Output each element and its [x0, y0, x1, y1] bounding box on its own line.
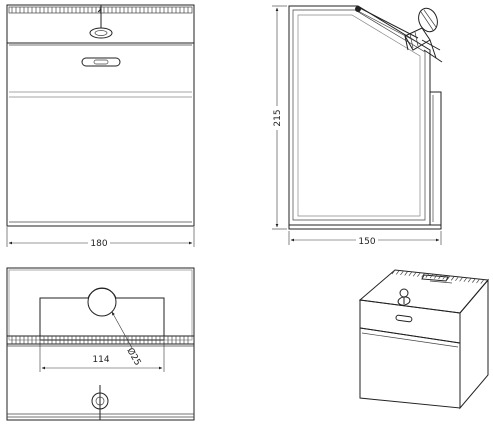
- hinge-tick: [412, 272, 417, 277]
- hinge-tick: [404, 271, 408, 276]
- hinge-tick: [480, 279, 485, 284]
- top-view: 114 Ø25: [6, 267, 195, 421]
- hinge-tick: [400, 270, 404, 276]
- hinge-tick: [459, 277, 463, 282]
- hinge-tick: [446, 275, 451, 281]
- front-view: 180: [6, 4, 195, 249]
- hinge-tick: [476, 278, 480, 284]
- iso-hinge-ticks: [391, 269, 489, 285]
- front-body: [6, 42, 195, 227]
- side-view: 215 150: [269, 5, 443, 247]
- isometric-view: [358, 269, 489, 410]
- hinge-tick: [425, 273, 430, 278]
- hinge-tick: [442, 275, 447, 280]
- hinge-tick: [450, 276, 455, 281]
- iso-front-body: [359, 327, 461, 409]
- hinge-tick: [391, 269, 396, 275]
- hinge-tick: [467, 277, 472, 283]
- iso-right-side: [459, 278, 489, 410]
- top-slot-label: 114: [92, 355, 109, 365]
- iso-lock-icon: [397, 288, 411, 306]
- front-hinge-ticks: [11, 7, 189, 13]
- front-width-dimension: 180: [6, 227, 195, 249]
- iso-front-slot: [395, 314, 413, 323]
- top-diameter-label: Ø25: [124, 346, 143, 368]
- hinge-tick: [395, 270, 400, 275]
- hinge-tick: [421, 272, 425, 278]
- hinge-tick: [455, 276, 459, 282]
- iso-lid: [358, 269, 489, 314]
- side-outline: [288, 5, 431, 226]
- top-slot-dimension: 114: [39, 342, 165, 372]
- side-height-dimension: 215: [269, 5, 287, 230]
- side-wall-bracket: [429, 91, 442, 226]
- side-depth-label: 150: [358, 237, 375, 247]
- iso-top-slot: [421, 274, 449, 282]
- side-lock-icon: [404, 7, 443, 63]
- hinge-tick: [472, 278, 476, 283]
- front-slot-icon: [81, 57, 121, 67]
- side-height-label: 215: [273, 109, 283, 126]
- top-hinge-band: [6, 335, 195, 345]
- top-hinge-ticks: [11, 336, 189, 344]
- hinge-tick: [417, 272, 421, 277]
- front-width-label: 180: [90, 239, 107, 249]
- top-lock-icon: [91, 385, 109, 420]
- hinge-tick: [408, 271, 413, 277]
- side-depth-dimension: 150: [288, 231, 442, 247]
- hinge-tick: [438, 274, 442, 280]
- side-base: [288, 224, 442, 230]
- front-lock-icon: [89, 5, 113, 39]
- hinge-tick: [463, 277, 468, 282]
- top-slot-icon: [39, 287, 165, 341]
- hinge-tick: [433, 274, 438, 279]
- hinge-tick: [429, 273, 434, 279]
